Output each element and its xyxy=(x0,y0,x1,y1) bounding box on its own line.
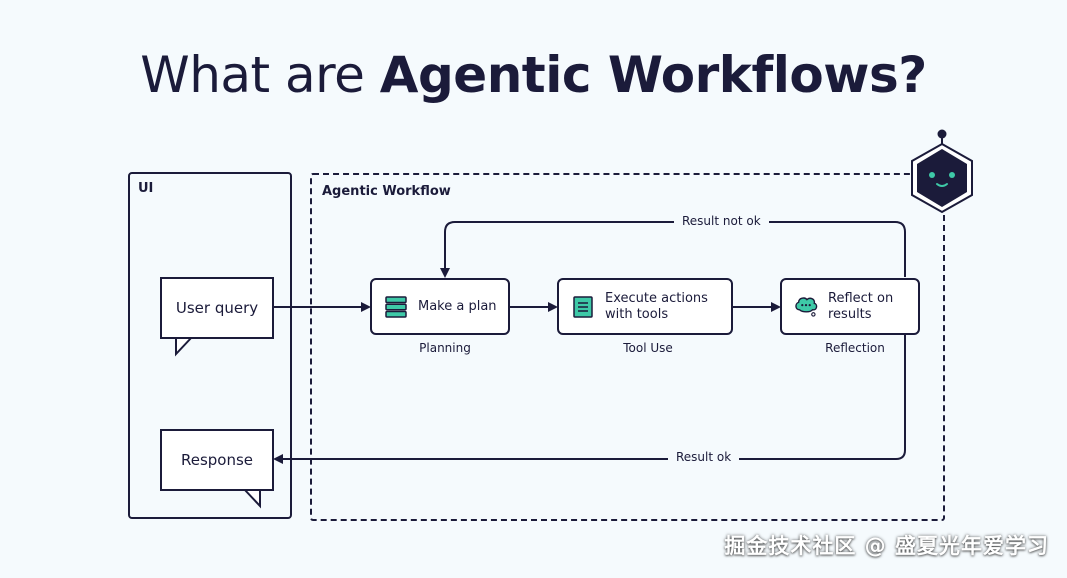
user-query-bubble: User query xyxy=(160,277,274,339)
response-bubble: Response xyxy=(160,429,274,491)
agentic-workflow-panel: Agentic Workflow xyxy=(310,173,945,521)
response-text: Response xyxy=(180,451,254,469)
title-light: What are xyxy=(140,46,380,104)
stack-icon xyxy=(384,295,408,319)
response-bubble-tail xyxy=(243,488,261,509)
make-a-plan-node: Make a plan xyxy=(370,278,510,335)
arrow-result-ok xyxy=(273,334,906,464)
document-icon xyxy=(571,295,595,319)
user-query-text: User query xyxy=(175,299,259,317)
robot-icon xyxy=(910,128,976,220)
page-title: What are Agentic Workflows? xyxy=(0,46,1067,104)
title-bold: Agentic Workflows? xyxy=(379,46,927,104)
result-not-ok-label: Result not ok xyxy=(674,214,769,228)
tool-use-caption: Tool Use xyxy=(623,341,673,355)
reflection-caption: Reflection xyxy=(825,341,885,355)
make-a-plan-label: Make a plan xyxy=(418,298,497,314)
query-bubble-tail xyxy=(175,336,193,357)
watermark: 掘金技术社区 @ 盛夏光年爱学习 xyxy=(724,534,1049,558)
reflect-on-results-node: Reflect on results xyxy=(780,278,920,335)
ui-panel: UI xyxy=(128,172,292,519)
execute-actions-node: Execute actions with tools xyxy=(557,278,733,335)
execute-actions-label: Execute actions with tools xyxy=(605,290,708,322)
result-ok-label: Result ok xyxy=(668,450,740,464)
workflow-panel-label: Agentic Workflow xyxy=(322,184,451,199)
planning-caption: Planning xyxy=(419,341,471,355)
ui-panel-label: UI xyxy=(138,181,154,196)
reflect-on-results-label: Reflect on results xyxy=(828,290,894,322)
arrow-result-not-ok xyxy=(440,221,906,278)
thought-bubble-icon xyxy=(794,295,818,319)
